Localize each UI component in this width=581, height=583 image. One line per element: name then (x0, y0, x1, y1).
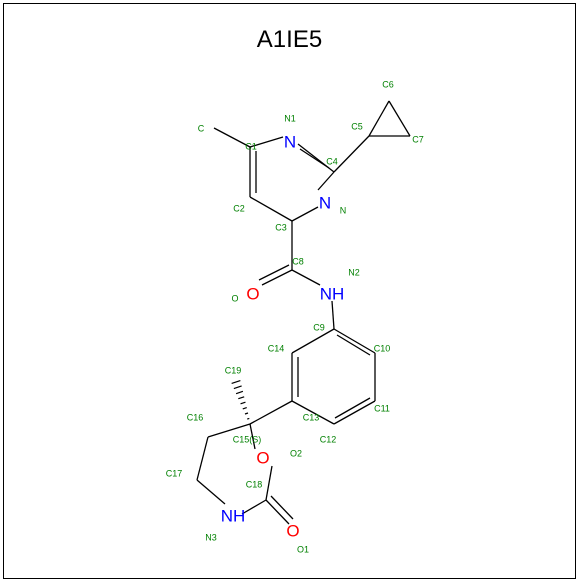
bond (333, 400, 376, 425)
atom-label: C (198, 123, 205, 133)
wedge-hash (240, 401, 246, 405)
bond (388, 100, 411, 137)
atom-label: C8 (292, 256, 304, 266)
atom-label: C2 (233, 203, 245, 213)
bond (317, 171, 335, 191)
atom-label: O2 (290, 448, 302, 458)
bond (249, 196, 293, 222)
atom-label: C1 (245, 141, 257, 151)
atom-label: C11 (374, 403, 390, 413)
bond (249, 423, 256, 450)
atom-label: C9 (313, 322, 325, 332)
atom-label: N (340, 205, 347, 215)
atom-label: C7 (412, 134, 424, 144)
atom-label: C19 (225, 365, 242, 375)
atom-symbol-nh-amide: NH (320, 284, 345, 303)
atom-label: C6 (382, 79, 394, 89)
wedge-hash (238, 396, 245, 400)
bond (249, 400, 293, 425)
atom-label: C13 (303, 412, 320, 422)
bond (265, 499, 290, 525)
wedge-hash (231, 379, 241, 385)
bond (249, 136, 284, 148)
bond (336, 334, 371, 356)
atom-label: O (231, 293, 238, 303)
atom-symbol-n-ring1: N (284, 132, 296, 151)
atom-label: N2 (348, 267, 360, 277)
bond (299, 148, 330, 169)
atom-symbol-n-ring2: N (319, 193, 331, 212)
bond (270, 495, 294, 520)
atom-label: C3 (275, 222, 287, 232)
atom-label: C4 (326, 156, 338, 166)
bond (333, 328, 376, 354)
bond (241, 499, 267, 515)
atom-label: C14 (268, 343, 285, 353)
bond (265, 465, 273, 501)
wedge-hash (247, 417, 250, 420)
atom-label: N3 (205, 532, 217, 542)
atom-symbol-o-amide: O (246, 284, 259, 303)
bond (207, 423, 251, 438)
atom-label: C16 (187, 412, 204, 422)
bond (368, 100, 390, 137)
wedge-hash (233, 385, 242, 390)
atom-label: C5 (351, 121, 363, 131)
bond (291, 206, 319, 222)
bond (196, 479, 226, 505)
bonds (196, 100, 411, 525)
bond (333, 135, 370, 173)
bond (331, 300, 335, 330)
atom-symbol-o-ring: O (256, 448, 269, 467)
bond (291, 400, 335, 425)
wedge-hash (235, 390, 244, 395)
wedge-hash (242, 407, 247, 410)
atom-label: C12 (320, 434, 337, 444)
hashed-wedge-bond (231, 379, 250, 420)
bond (196, 436, 209, 481)
atom-label: C10 (374, 343, 391, 353)
bond (261, 269, 293, 286)
bond (291, 269, 321, 286)
bond (334, 397, 371, 419)
diagram-frame: A1IE5 (3, 3, 576, 579)
atom-label: O1 (297, 544, 309, 554)
bond (258, 264, 290, 281)
atom-label: C17 (166, 468, 183, 478)
atom-label: N1 (284, 113, 296, 123)
atom-label: C18 (246, 479, 263, 489)
atom-label: C15(S) (233, 434, 262, 444)
bond (291, 328, 335, 354)
atom-symbol-nh-ring: NH (221, 506, 246, 525)
bond (213, 127, 251, 148)
molecule-title: A1IE5 (256, 26, 323, 53)
atom-symbol-o-carbonyl: O (286, 521, 299, 540)
wedge-hash (244, 412, 249, 415)
